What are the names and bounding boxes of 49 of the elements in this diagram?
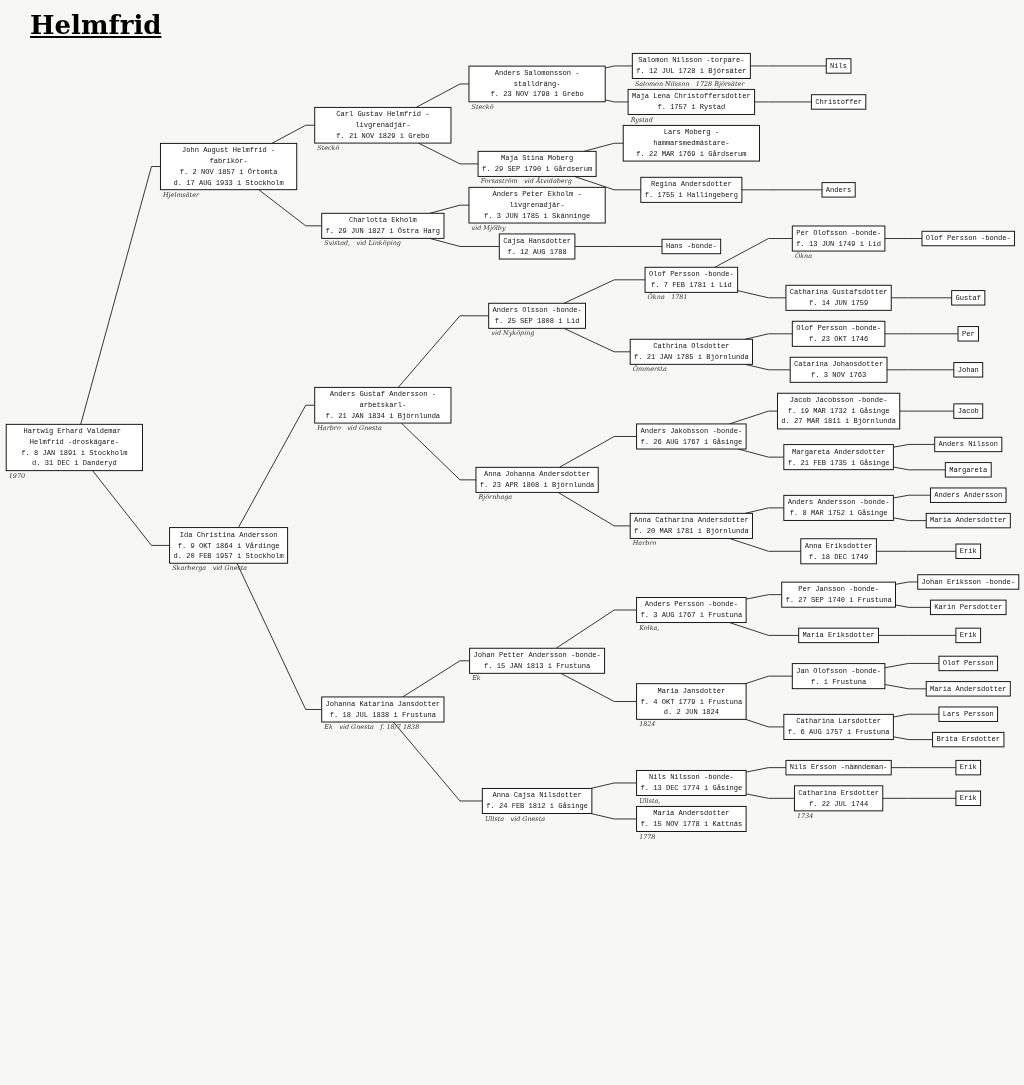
connector	[563, 279, 645, 304]
connector	[237, 404, 315, 528]
connector	[745, 767, 786, 773]
connector	[892, 517, 927, 521]
connector	[883, 684, 927, 690]
connector	[892, 736, 933, 740]
connector	[563, 327, 631, 353]
connector	[573, 246, 662, 247]
connector	[894, 581, 918, 585]
connector	[589, 813, 637, 820]
connector	[740, 189, 822, 191]
connector	[555, 609, 637, 649]
connector	[79, 166, 161, 425]
connector	[713, 238, 793, 268]
connector	[744, 718, 784, 728]
connector	[236, 562, 322, 710]
connector	[745, 594, 782, 600]
connector	[890, 297, 952, 299]
connector	[745, 793, 795, 799]
connector	[604, 65, 633, 69]
connector	[397, 315, 489, 388]
connector	[894, 604, 931, 608]
connector	[400, 422, 476, 481]
title: Helmfrid	[30, 10, 162, 40]
connector	[875, 550, 956, 552]
connector	[892, 466, 946, 471]
connector	[557, 491, 631, 527]
connector	[744, 675, 793, 685]
connector	[257, 189, 322, 227]
connector	[558, 436, 637, 468]
connector	[753, 101, 812, 103]
connector	[883, 663, 939, 669]
connector	[892, 444, 935, 448]
connector	[881, 797, 956, 799]
connector	[883, 333, 958, 335]
connector	[91, 470, 170, 546]
connector	[749, 65, 827, 67]
connector	[736, 290, 786, 299]
connector	[890, 767, 956, 769]
connector	[883, 238, 922, 239]
connector	[415, 83, 469, 108]
connector	[604, 99, 628, 103]
connector	[877, 635, 956, 636]
connector	[892, 713, 939, 718]
connector	[898, 410, 954, 412]
connector	[886, 369, 954, 371]
connector	[589, 782, 637, 789]
connector	[892, 494, 931, 499]
connector	[392, 721, 483, 802]
